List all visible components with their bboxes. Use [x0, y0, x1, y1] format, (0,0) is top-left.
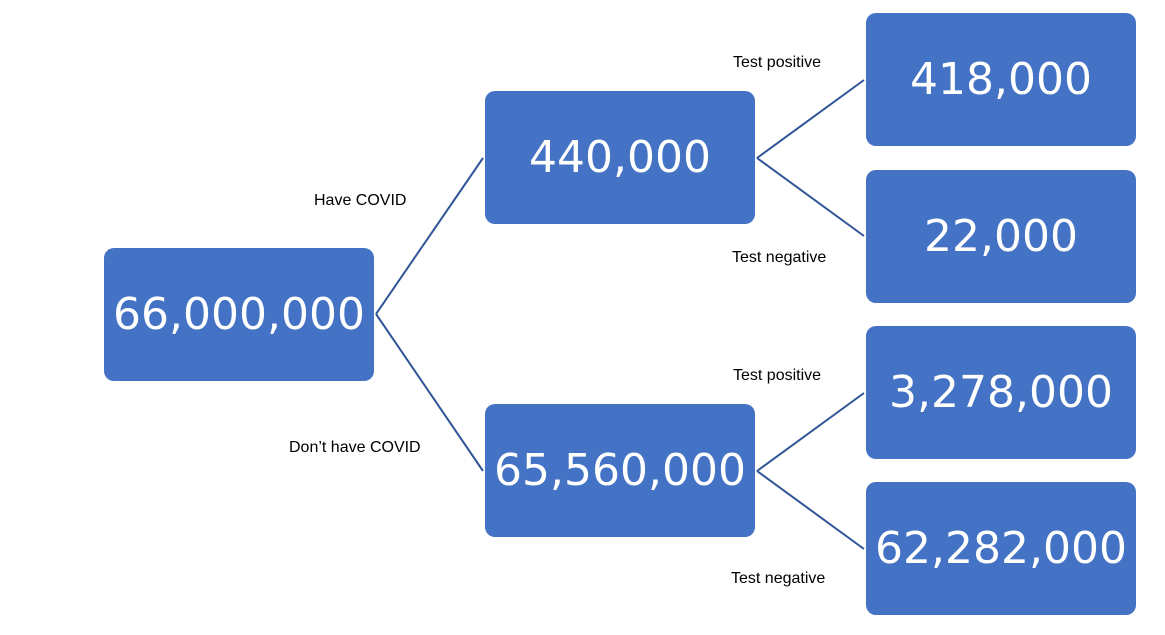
- node-covid-test-positive-value: 418,000: [910, 54, 1092, 105]
- connector-dont-have-covid-to-negative: [756, 470, 865, 550]
- connector-have-covid-to-positive: [756, 79, 865, 159]
- edge-label-covid-test-negative: Test negative: [732, 249, 827, 266]
- connector-root-to-have-covid: [375, 157, 484, 315]
- node-total-population: 66,000,000: [104, 248, 374, 381]
- edge-label-dont-have-covid: Don’t have COVID: [289, 439, 421, 456]
- node-no-covid-test-positive: 3,278,000: [866, 326, 1136, 459]
- edge-label-have-covid: Have COVID: [314, 192, 407, 209]
- node-total-population-value: 66,000,000: [113, 289, 365, 340]
- node-no-covid-test-negative: 62,282,000: [866, 482, 1136, 615]
- node-no-covid-test-negative-value: 62,282,000: [875, 523, 1127, 574]
- edge-label-no-covid-test-positive: Test positive: [733, 367, 822, 384]
- connector-root-to-dont-have-covid: [375, 313, 484, 472]
- node-covid-test-negative-value: 22,000: [924, 211, 1078, 262]
- edge-label-no-covid-test-negative: Test negative: [731, 570, 826, 587]
- node-covid-test-negative: 22,000: [866, 170, 1136, 303]
- node-dont-have-covid: 65,560,000: [485, 404, 755, 537]
- node-have-covid: 440,000: [485, 91, 755, 224]
- connector-dont-have-covid-to-positive: [756, 392, 865, 472]
- node-dont-have-covid-value: 65,560,000: [494, 445, 746, 496]
- node-covid-test-positive: 418,000: [866, 13, 1136, 146]
- node-have-covid-value: 440,000: [529, 132, 711, 183]
- node-no-covid-test-positive-value: 3,278,000: [889, 367, 1113, 418]
- edge-label-covid-test-positive: Test positive: [733, 54, 822, 71]
- connector-have-covid-to-negative: [756, 157, 865, 237]
